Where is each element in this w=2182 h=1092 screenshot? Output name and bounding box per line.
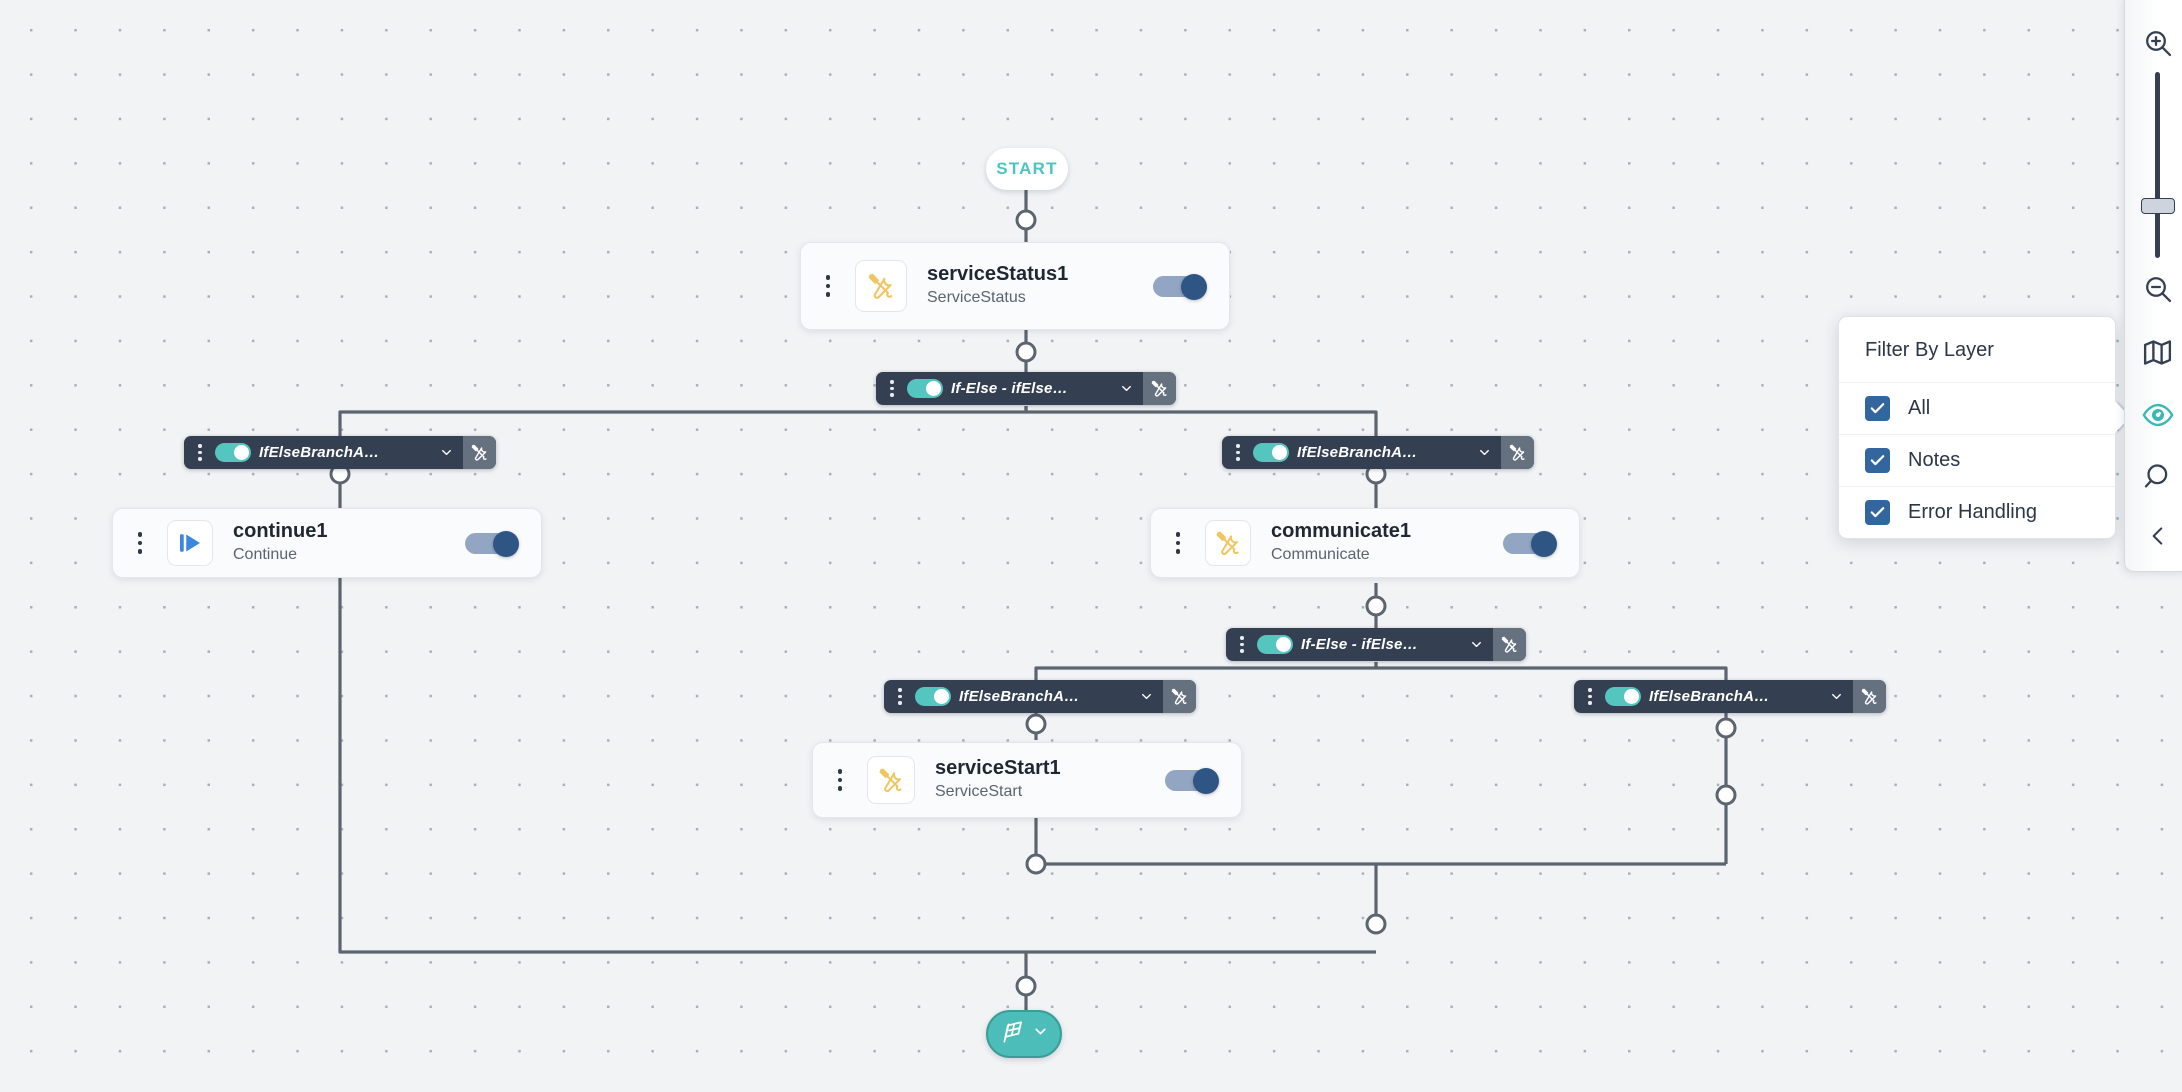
bar-branch-1a[interactable]: IfElseBranchA… — [184, 436, 496, 469]
bar-toggle[interactable] — [1253, 443, 1289, 462]
bar-menu-icon[interactable] — [885, 380, 899, 397]
node-text-block: serviceStart1 ServiceStart — [935, 757, 1165, 803]
tools-icon — [867, 756, 915, 804]
node-title: serviceStatus1 — [927, 263, 1069, 286]
checkbox-checked-icon[interactable] — [1865, 500, 1890, 525]
node-text-block: communicate1 Communicate — [1271, 520, 1503, 566]
zoom-out-icon[interactable] — [2125, 258, 2182, 320]
continue-play-icon — [167, 520, 213, 566]
node-card-communicate1[interactable]: communicate1 Communicate — [1150, 508, 1580, 578]
search-icon[interactable] — [2125, 446, 2182, 508]
node-card-servicestatus1[interactable]: serviceStatus1 ServiceStatus — [800, 242, 1230, 330]
chevron-down-icon[interactable] — [1477, 445, 1492, 460]
node-enable-toggle[interactable] — [1165, 768, 1219, 794]
bar-menu-icon[interactable] — [1231, 444, 1245, 461]
bar-menu-icon[interactable] — [893, 688, 907, 705]
bar-tools-icon[interactable] — [1853, 680, 1886, 713]
node-subtitle: Continue — [233, 546, 298, 564]
start-node[interactable]: START — [986, 148, 1068, 190]
bar-ifelse-1[interactable]: If-Else - ifElse… — [876, 372, 1176, 405]
bar-tools-icon[interactable] — [1501, 436, 1534, 469]
node-subtitle: ServiceStatus — [927, 289, 1026, 307]
bar-toggle[interactable] — [907, 379, 943, 398]
bar-branch-1b[interactable]: IfElseBranchA… — [1222, 436, 1534, 469]
bar-tools-icon[interactable] — [1143, 372, 1176, 405]
bar-label: IfElseBranchA… — [959, 688, 1080, 705]
filter-panel-title: Filter By Layer — [1865, 339, 1994, 361]
bar-label: If-Else - ifElse… — [951, 380, 1068, 397]
chevron-down-icon[interactable] — [1139, 689, 1154, 704]
node-card-continue1[interactable]: continue1 Continue — [112, 508, 542, 578]
node-menu-icon[interactable] — [127, 532, 153, 554]
bar-label: IfElseBranchA… — [259, 444, 380, 461]
bar-tools-icon[interactable] — [463, 436, 496, 469]
node-menu-icon[interactable] — [827, 769, 853, 791]
bar-label: IfElseBranchA… — [1297, 444, 1418, 461]
bar-toggle[interactable] — [915, 687, 951, 706]
minimap-icon[interactable] — [2125, 320, 2182, 384]
node-title: communicate1 — [1271, 520, 1412, 543]
node-enable-toggle[interactable] — [465, 531, 519, 557]
chevron-down-icon[interactable] — [1119, 381, 1134, 396]
chevron-down-icon[interactable] — [1469, 637, 1484, 652]
node-subtitle: ServiceStart — [935, 783, 1023, 801]
chevron-down-icon[interactable] — [439, 445, 454, 460]
filter-row-notes[interactable]: Notes — [1839, 434, 2115, 486]
node-menu-icon[interactable] — [815, 275, 841, 297]
node-text-block: continue1 Continue — [233, 520, 465, 566]
filter-by-layer-panel[interactable]: Filter By Layer All Notes Error Handling — [1838, 316, 2116, 539]
filter-label: All — [1908, 397, 1931, 419]
checkbox-checked-icon[interactable] — [1865, 396, 1890, 421]
bar-ifelse-2[interactable]: If-Else - ifElse… — [1226, 628, 1526, 661]
checkbox-checked-icon[interactable] — [1865, 448, 1890, 473]
node-text-block: serviceStatus1 ServiceStatus — [927, 263, 1153, 309]
filter-label: Notes — [1908, 449, 1961, 471]
filter-row-error-handling[interactable]: Error Handling — [1839, 486, 2115, 538]
bar-toggle[interactable] — [1605, 687, 1641, 706]
node-title: continue1 — [233, 520, 328, 543]
bar-menu-icon[interactable] — [193, 444, 207, 461]
bar-tools-icon[interactable] — [1163, 680, 1196, 713]
bar-toggle[interactable] — [1257, 635, 1293, 654]
node-subtitle: Communicate — [1271, 546, 1370, 564]
zoom-in-icon[interactable] — [2125, 14, 2182, 72]
bar-menu-icon[interactable] — [1235, 636, 1249, 653]
zoom-slider[interactable] — [2125, 72, 2182, 258]
start-label: START — [996, 159, 1058, 178]
canvas-toolbar[interactable] — [2124, 0, 2182, 572]
node-enable-toggle[interactable] — [1153, 274, 1207, 300]
collapse-chevron-left-icon[interactable] — [2125, 508, 2182, 564]
bar-label: If-Else - ifElse… — [1301, 636, 1418, 653]
bar-toggle[interactable] — [215, 443, 251, 462]
filter-label: Error Handling — [1908, 501, 2037, 523]
filter-row-all[interactable]: All — [1839, 382, 2115, 434]
bar-tools-icon[interactable] — [1493, 628, 1526, 661]
chevron-down-icon[interactable] — [1032, 1023, 1049, 1045]
bar-branch-2a[interactable]: IfElseBranchA… — [884, 680, 1196, 713]
node-menu-icon[interactable] — [1165, 532, 1191, 554]
eye-filter-icon[interactable] — [2125, 384, 2182, 446]
zoom-slider-thumb[interactable] — [2140, 198, 2175, 214]
node-card-servicestart1[interactable]: serviceStart1 ServiceStart — [812, 742, 1242, 818]
checkered-flag-icon — [1000, 1019, 1026, 1050]
bar-label: IfElseBranchA… — [1649, 688, 1770, 705]
zoom-slider-rail — [2155, 72, 2160, 258]
node-title: serviceStart1 — [935, 757, 1061, 780]
chevron-down-icon[interactable] — [1829, 689, 1844, 704]
bar-branch-2b[interactable]: IfElseBranchA… — [1574, 680, 1886, 713]
tools-icon — [1205, 520, 1251, 566]
node-enable-toggle[interactable] — [1503, 531, 1557, 557]
tools-icon — [855, 260, 907, 312]
bar-menu-icon[interactable] — [1583, 688, 1597, 705]
end-node[interactable] — [986, 1010, 1062, 1058]
